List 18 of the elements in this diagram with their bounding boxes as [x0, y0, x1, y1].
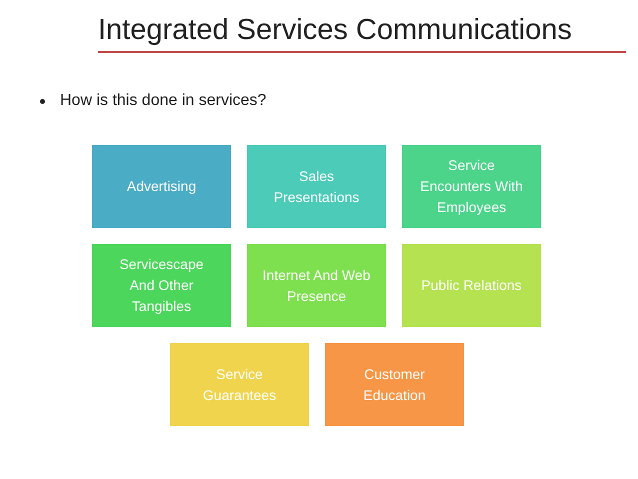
bullet-text: How is this done in services? [60, 92, 266, 110]
category-box [247, 145, 386, 228]
category-box [402, 244, 541, 327]
slide-title: Integrated Services Communications [98, 14, 572, 47]
category-box [92, 244, 231, 327]
box-label: Public Relations [421, 276, 522, 295]
box-label: Service Encounters With Employees [419, 156, 524, 217]
box-label: Internet And Web Presence [262, 266, 372, 306]
category-box [170, 343, 309, 426]
category-box [402, 145, 541, 228]
category-box [325, 343, 464, 426]
box-label: Service Guarantees [202, 364, 278, 404]
category-box [92, 145, 231, 228]
box-label: Advertising [126, 177, 196, 196]
box-label: Customer Education [362, 364, 427, 404]
box-label: Sales Presentations [272, 166, 360, 206]
category-box [247, 244, 386, 327]
box-label: Servicescape And Other Tangibles [118, 255, 205, 316]
